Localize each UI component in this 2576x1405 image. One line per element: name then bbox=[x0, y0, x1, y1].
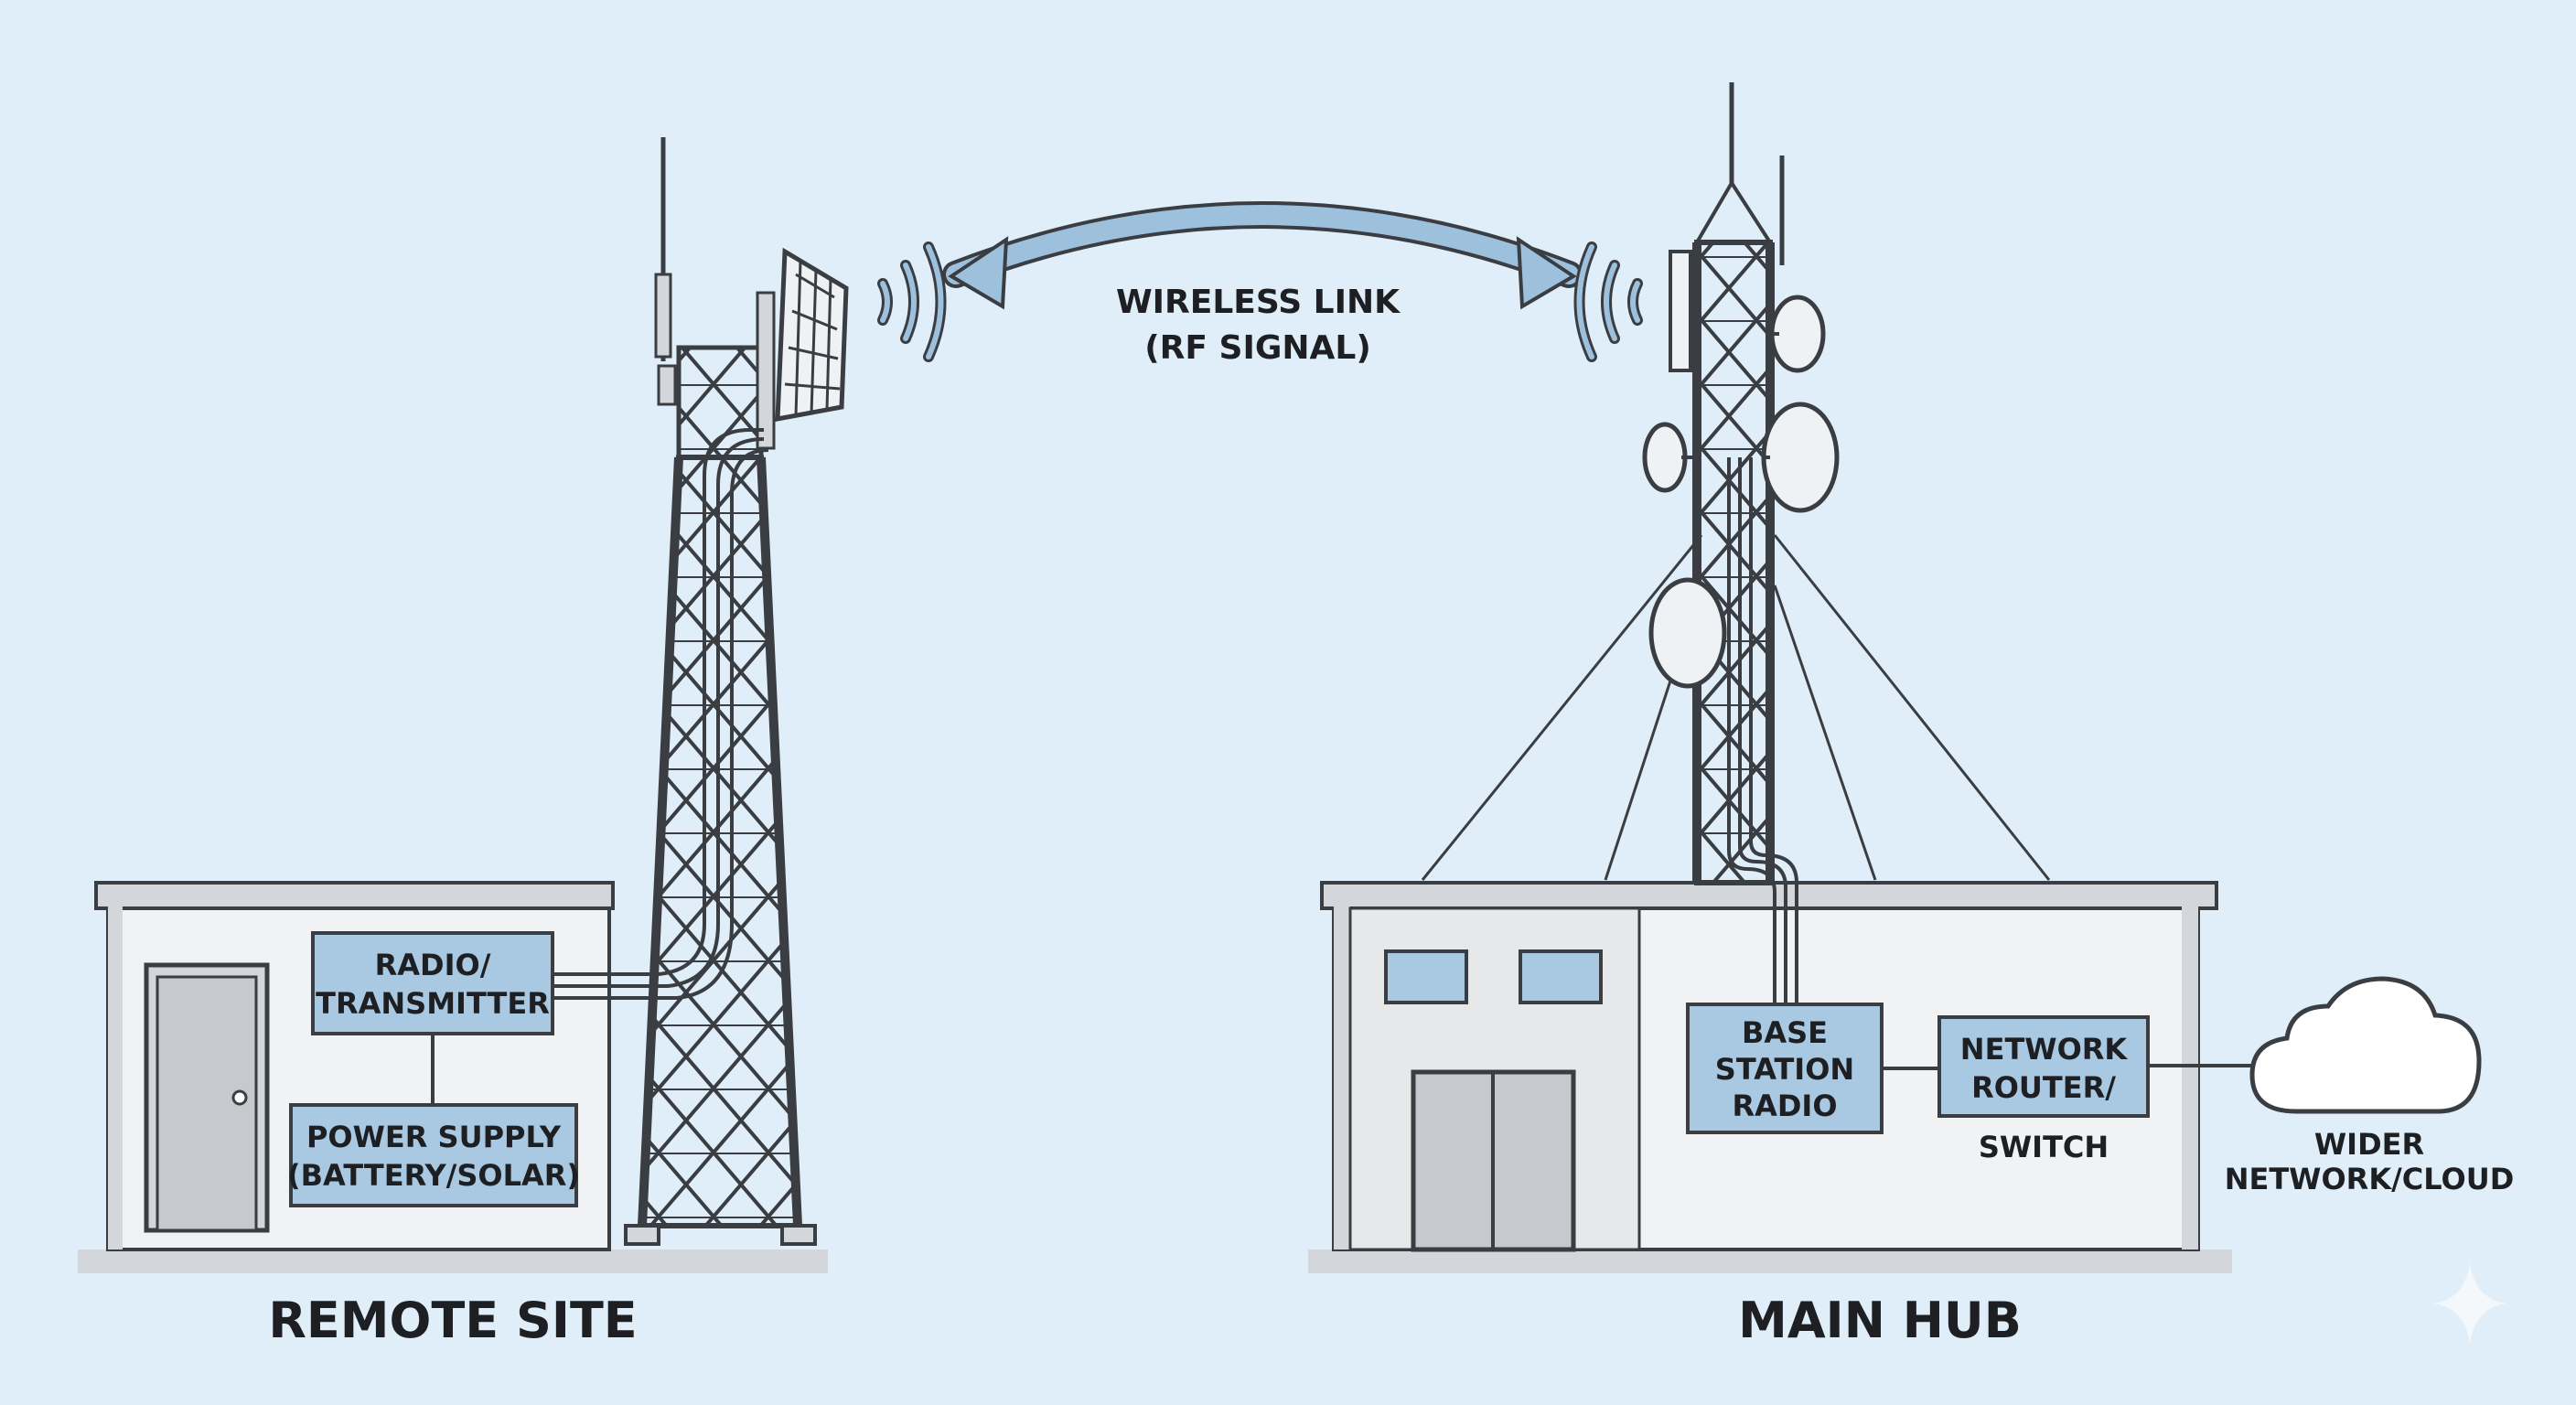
wireless-link: WIRELESS LINK (RF SIGNAL) bbox=[942, 201, 1583, 367]
cloud-label-line2: NETWORK/CLOUD bbox=[2225, 1162, 2515, 1196]
hub-window-right bbox=[1519, 949, 1603, 1004]
hub-ground bbox=[1308, 1249, 2232, 1273]
arrowhead-right-icon bbox=[1516, 236, 1577, 310]
dish-antenna-icon bbox=[1648, 577, 1727, 689]
hub-double-door bbox=[1411, 1069, 1576, 1252]
base-station-label-line1: BASE bbox=[1742, 1015, 1828, 1050]
dish-antenna-icon bbox=[1761, 402, 1840, 513]
power-supply-box: POWER SUPPLY (BATTERY/SOLAR) bbox=[287, 1103, 580, 1207]
power-label-line2: (BATTERY/SOLAR) bbox=[287, 1158, 580, 1193]
dish-antenna-icon bbox=[1769, 295, 1826, 373]
arrowhead-left-icon bbox=[948, 236, 1009, 310]
remote-site-title: REMOTE SITE bbox=[268, 1292, 637, 1349]
cloud-icon bbox=[2249, 976, 2482, 1114]
radio-transmitter-box: RADIO/ TRANSMITTER bbox=[311, 931, 554, 1035]
remote-feed-cable bbox=[553, 428, 764, 976]
wireless-link-label-line1: WIRELESS LINK bbox=[1116, 284, 1401, 321]
hub-tower bbox=[1642, 82, 1840, 1004]
main-hub-title: MAIN HUB bbox=[1738, 1292, 2022, 1349]
remote-building: RADIO/ TRANSMITTER POWER SUPPLY (BATTERY… bbox=[94, 881, 615, 1251]
hub-building: BASE STATION RADIO NETWORK ROUTER/ SWITC… bbox=[1320, 881, 2218, 1252]
router-label-line2: ROUTER/ bbox=[1971, 1070, 2116, 1105]
power-label-line1: POWER SUPPLY bbox=[306, 1120, 562, 1154]
base-station-label-line3: RADIO bbox=[1732, 1089, 1837, 1123]
cloud-label-line1: WIDER bbox=[2314, 1127, 2424, 1162]
remote-ground bbox=[78, 1249, 828, 1273]
remote-site: RADIO/ TRANSMITTER POWER SUPPLY (BATTERY… bbox=[78, 137, 849, 1349]
router-label-line1: NETWORK bbox=[1960, 1032, 2129, 1067]
radio-label-line1: RADIO/ bbox=[375, 948, 491, 982]
router-label-line3: SWITCH bbox=[1979, 1130, 2109, 1164]
main-hub: BASE STATION RADIO NETWORK ROUTER/ SWITC… bbox=[1308, 82, 2514, 1349]
dish-antenna-icon bbox=[1642, 422, 1697, 493]
signal-waves-left-icon bbox=[877, 241, 947, 362]
base-station-label-line2: STATION bbox=[1715, 1052, 1854, 1087]
wireless-link-label-line2: (RF SIGNAL) bbox=[1144, 329, 1371, 367]
remote-door bbox=[144, 962, 270, 1233]
door-knob-icon bbox=[231, 1089, 248, 1106]
hub-panel-antenna-icon bbox=[1669, 250, 1692, 372]
signal-waves-right-icon bbox=[1573, 241, 1643, 362]
radio-label-line2: TRANSMITTER bbox=[316, 986, 550, 1021]
base-station-radio-box: BASE STATION RADIO bbox=[1686, 1003, 1884, 1134]
hub-window-left bbox=[1384, 949, 1468, 1004]
network-router-box: NETWORK ROUTER/ bbox=[1937, 1015, 2150, 1118]
panel-antenna-icon bbox=[775, 247, 849, 423]
sparkle-icon bbox=[2433, 1262, 2506, 1345]
